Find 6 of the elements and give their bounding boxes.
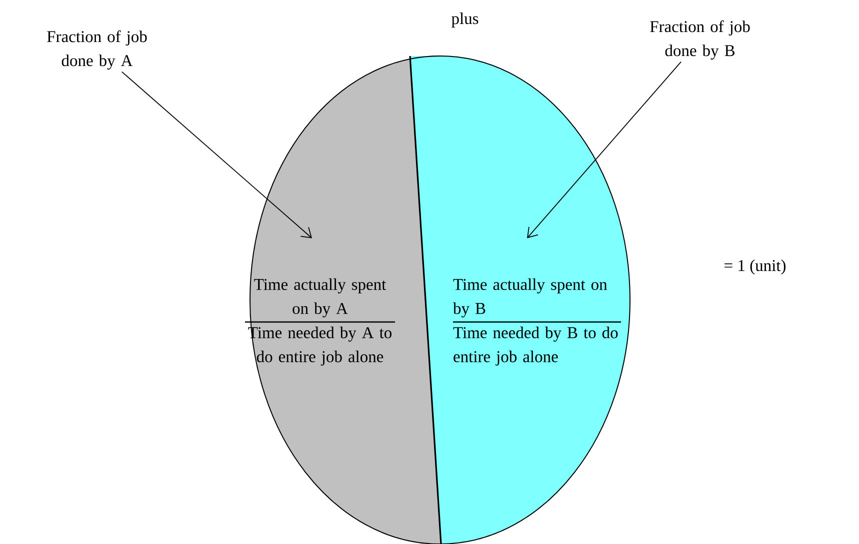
arrow <box>527 61 682 238</box>
callout-text: Fraction of job done by A <box>47 30 147 70</box>
text-label: = 1 (unit) <box>724 260 786 274</box>
text-label: plus <box>452 12 478 28</box>
arrow <box>121 71 312 238</box>
callout-text: Fraction of job done by B <box>650 20 750 60</box>
